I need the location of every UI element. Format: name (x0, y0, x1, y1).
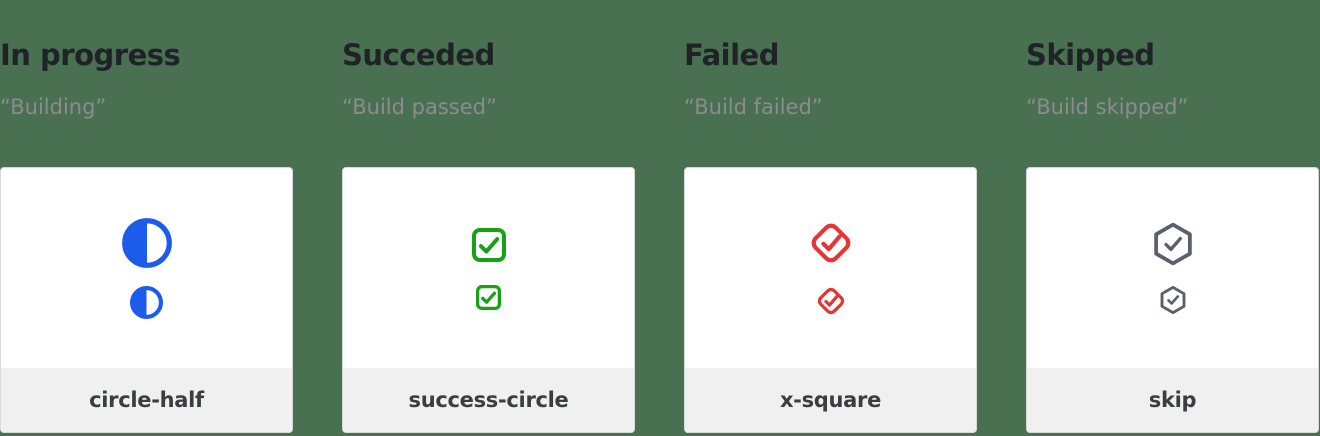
circle-half-icon (130, 285, 163, 319)
success-circle-icon (471, 227, 506, 262)
column-failed: Failed “Build failed” x-square (684, 0, 977, 436)
column-quote: “Build skipped” (1026, 95, 1189, 119)
column-title: Succeded (342, 38, 495, 72)
column-title: Failed (684, 38, 780, 72)
column-quote: “Building” (0, 95, 107, 119)
skip-icon (1153, 222, 1192, 266)
icon-card-body (343, 168, 634, 368)
column-succeded: Succeded “Build passed” success-circle (342, 0, 635, 436)
column-title: Skipped (1026, 38, 1155, 72)
icon-card: success-circle (342, 167, 635, 433)
icon-name-label: circle-half (1, 368, 292, 432)
icon-card: skip (1026, 167, 1319, 433)
icon-name-label: skip (1027, 368, 1318, 432)
icon-card: circle-half (0, 167, 293, 433)
icon-name-label: success-circle (343, 368, 634, 432)
x-square-icon (817, 287, 844, 315)
x-square-icon (811, 223, 850, 263)
icon-card-body (1027, 168, 1318, 368)
column-quote: “Build passed” (342, 95, 497, 119)
skip-icon (1160, 285, 1185, 315)
icon-name-label: x-square (685, 368, 976, 432)
circle-half-icon (121, 217, 172, 268)
success-circle-icon (475, 284, 502, 310)
column-in-progress: In progress “Building” circle-half (0, 0, 293, 436)
icon-card-body (685, 168, 976, 368)
icon-card: x-square (684, 167, 977, 433)
icon-card-body (1, 168, 292, 368)
column-skipped: Skipped “Build skipped” skip (1026, 0, 1319, 436)
column-quote: “Build failed” (684, 95, 823, 119)
column-title: In progress (0, 38, 181, 72)
